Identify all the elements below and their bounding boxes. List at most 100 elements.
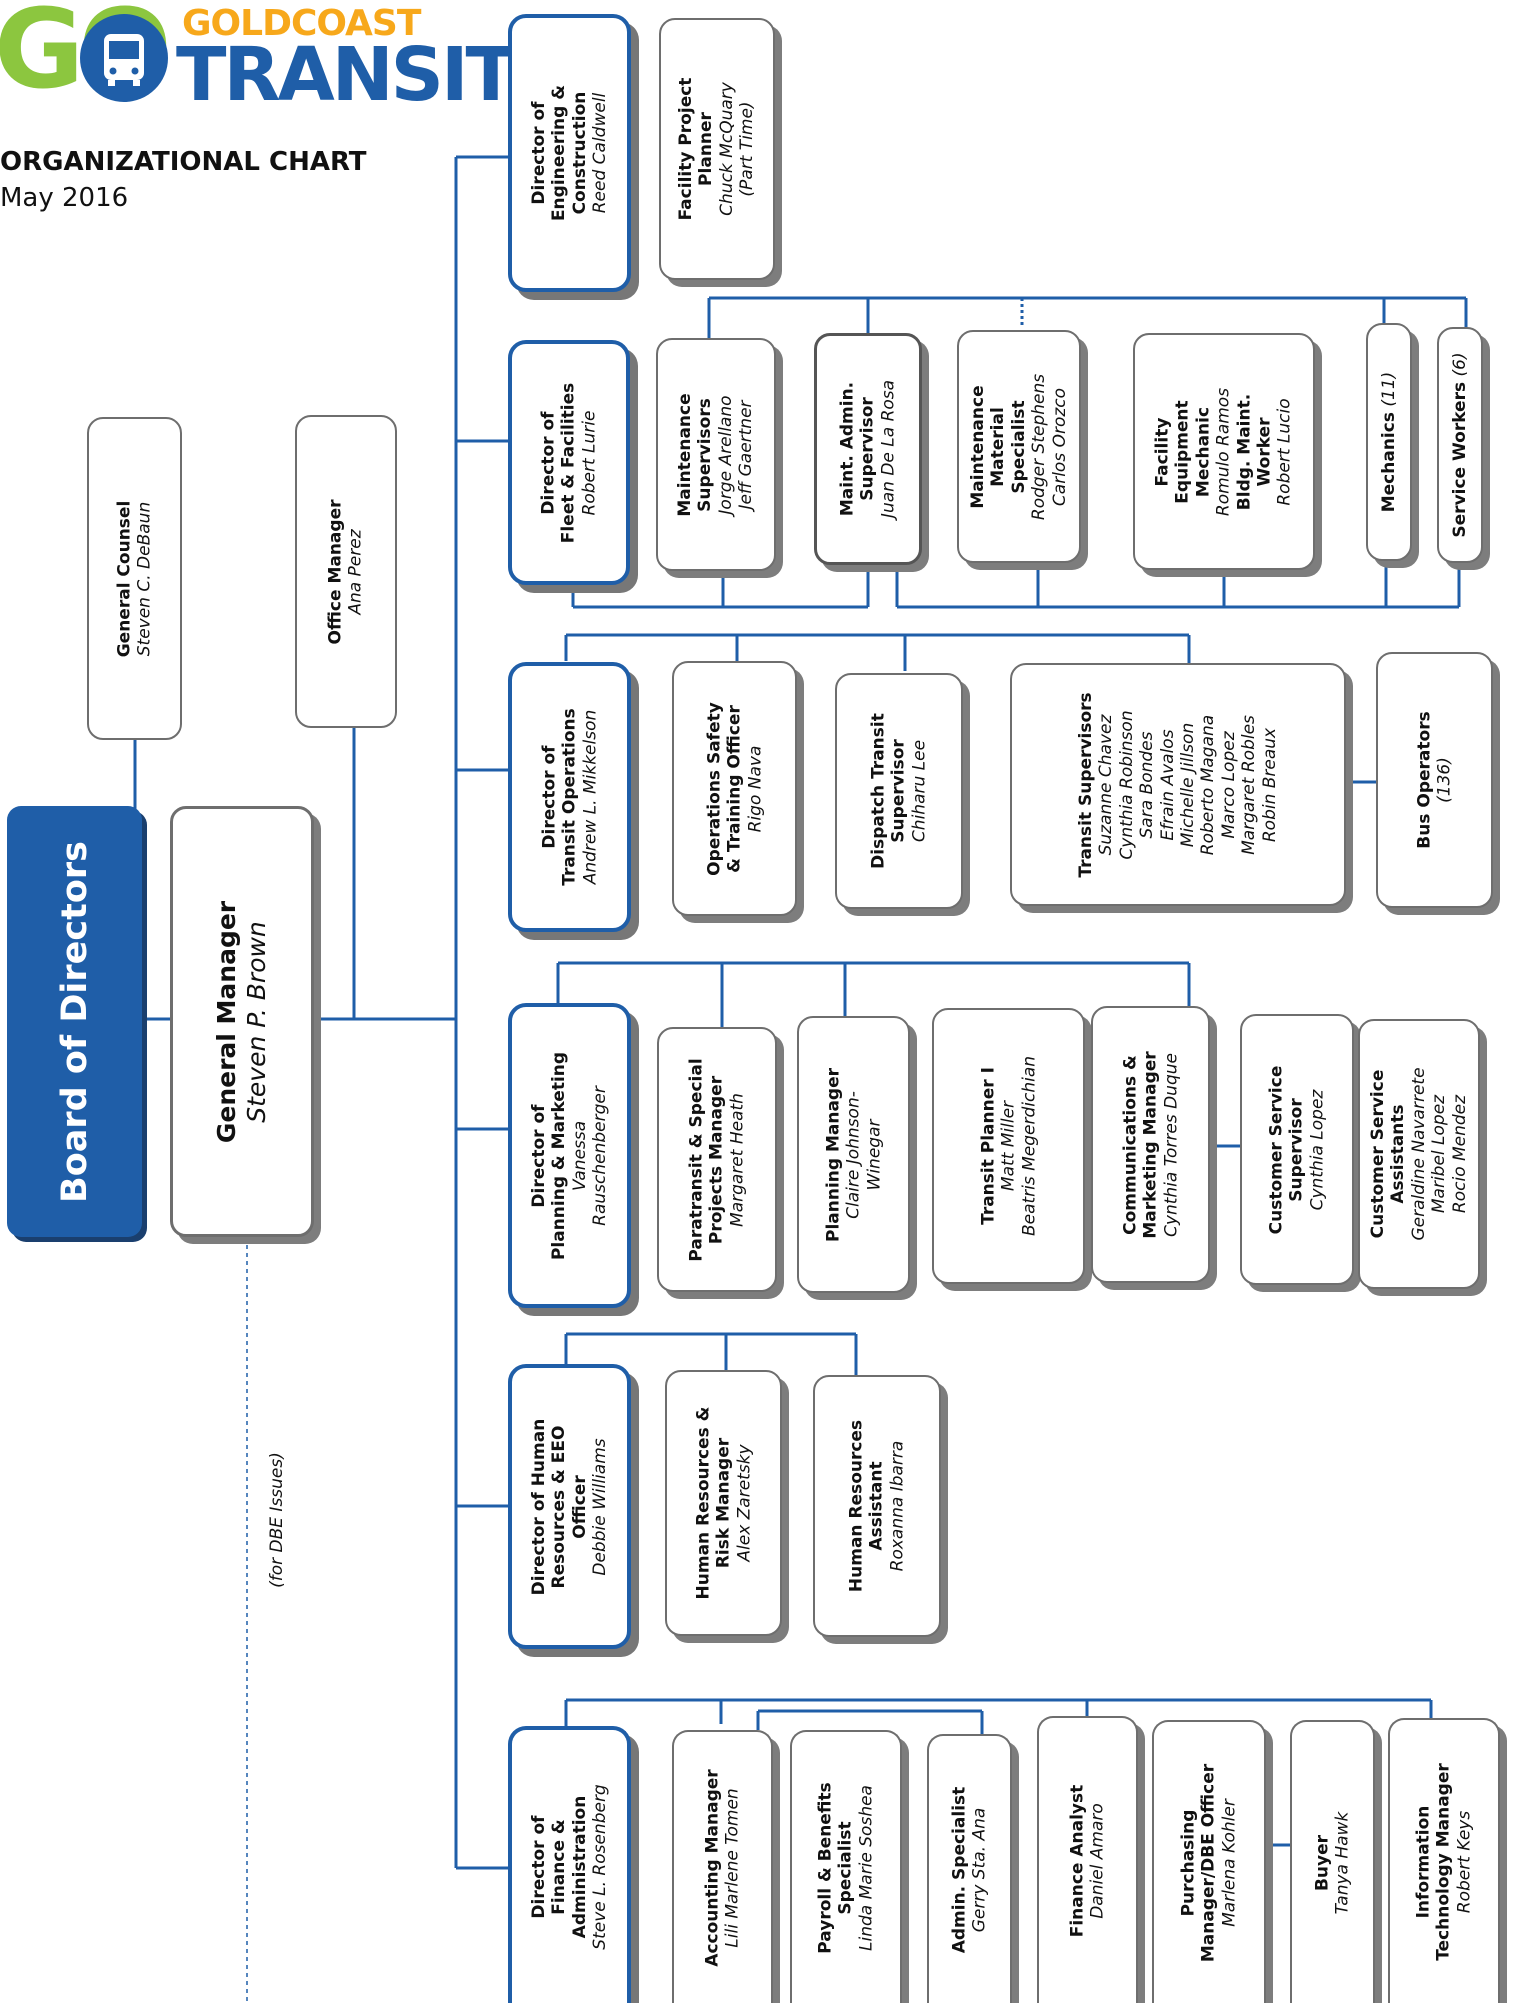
paratransit-title: Paratransit & Special	[686, 1057, 707, 1262]
planning-manager-box: Planning Manager Claire Johnson- Winegar	[797, 1016, 910, 1293]
facility-mechanic-title: Equipment	[1173, 399, 1194, 504]
buyer-box: Buyer Tanya Hawk	[1290, 1720, 1375, 2003]
purchasing-title: Manager/DBE Officer	[1198, 1763, 1219, 1962]
transit-planner-name: Beatris Megerdichian	[1018, 1055, 1039, 1237]
facility-project-planner-box: Facility Project Planner Chuck McQuary (…	[659, 18, 775, 280]
general-manager-box: General Manager Steven P. Brown	[170, 806, 314, 1237]
maint-admin-title: Maint. Admin.	[837, 381, 858, 517]
director-fleet-title: Director of	[538, 410, 559, 515]
director-operations-title: Director of	[538, 745, 559, 849]
general-counsel-name: Steven C. DeBaun	[134, 501, 155, 656]
director-finance-box: Director of Finance & Administration Ste…	[508, 1726, 631, 2003]
maint-supervisors-name: Jeff Gaertner	[736, 399, 757, 510]
general-manager-title: General Manager	[212, 900, 241, 1143]
facility-planner-note: (Part Time)	[737, 101, 758, 197]
facility-planner-title: Facility Project	[676, 77, 697, 221]
director-hr-title: Director of Human	[528, 1418, 549, 1595]
paratransit-title: Projects Manager	[706, 1075, 727, 1244]
material-specialist-title: Material	[988, 406, 1009, 487]
bldg-maint-title: Worker	[1254, 417, 1275, 486]
facility-mechanic-title: Facility	[1152, 417, 1173, 486]
director-engineering-title: Construction	[569, 91, 590, 215]
transit-supervisor-name: Margaret Robles	[1239, 714, 1260, 855]
safety-officer-title: Operations Safety	[703, 701, 724, 876]
payroll-title: Specialist	[835, 1820, 856, 1915]
it-manager-box: Information Technology Manager Robert Ke…	[1388, 1718, 1500, 2003]
chart-title: ORGANIZATIONAL CHART	[0, 147, 367, 177]
director-finance-title: Administration	[569, 1795, 590, 1938]
buyer-title: Buyer	[1312, 1834, 1333, 1891]
transit-planner-box: Transit Planner I Matt Miller Beatris Me…	[932, 1008, 1085, 1284]
cs-assistants-title: Customer Service	[1368, 1069, 1389, 1239]
general-manager-name: Steven P. Brown	[242, 920, 271, 1123]
material-specialist-name: Carlos Orozco	[1049, 387, 1070, 506]
material-specialist-name: Rodger Stephens	[1029, 373, 1050, 520]
dispatch-name: Chiharu Lee	[909, 739, 930, 843]
director-finance-name: Steve L. Rosenberg	[589, 1783, 610, 1950]
communications-title: Marketing Manager	[1140, 1050, 1161, 1239]
service-workers-count: (6)	[1449, 352, 1470, 377]
transit-supervisors-box: Transit Supervisors Suzanne Chavez Cynth…	[1010, 663, 1346, 906]
director-hr-box: Director of Human Resources & EEO Office…	[508, 1364, 631, 1649]
dispatch-title: Dispatch Transit	[868, 713, 889, 869]
director-fleet-box: Director of Fleet & Facilities Robert Lu…	[508, 340, 630, 585]
communications-title: Communications &	[1119, 1054, 1140, 1235]
transit-planner-title: Transit Planner I	[977, 1067, 998, 1225]
facility-planner-name: Chuck McQuary	[717, 82, 737, 216]
hr-risk-manager-title: Risk Manager	[713, 1437, 734, 1569]
finance-analyst-name: Daniel Amaro	[1087, 1802, 1108, 1919]
mechanics-count: (11)	[1378, 371, 1399, 407]
dbe-note-text: (for DBE Issues)	[266, 1452, 287, 1588]
transit-supervisor-name: Michelle Jillson	[1178, 722, 1198, 847]
director-engineering-name: Reed Caldwell	[589, 92, 610, 214]
cs-supervisor-title: Customer Service	[1266, 1065, 1287, 1234]
maint-supervisors-name: Jorge Arellano	[716, 394, 736, 515]
director-hr-title: Resources & EEO	[549, 1425, 570, 1588]
service-workers-box: Service Workers (6)	[1437, 327, 1483, 563]
maint-supervisors-title: Supervisors	[695, 397, 716, 512]
dbe-note: (for DBE Issues)	[262, 1420, 292, 1620]
customer-service-assistants-box: Customer Service Assistants Geraldine Na…	[1358, 1019, 1480, 1289]
maint-admin-supervisor-box: Maint. Admin. Supervisor Juan De La Rosa	[814, 333, 922, 565]
facility-mechanic-name: Romulo Ramos	[1213, 387, 1234, 516]
it-manager-title: Technology Manager	[1433, 1762, 1454, 1961]
director-planning-name: Vanessa	[569, 1120, 590, 1191]
safety-officer-name: Rigo Nava	[744, 745, 765, 832]
maint-admin-name: Juan De La Rosa	[878, 379, 899, 519]
director-fleet-name: Robert Lurie	[579, 410, 600, 515]
general-counsel-box: General Counsel Steven C. DeBaun	[87, 417, 182, 740]
payroll-title: Payroll & Benefits	[815, 1781, 836, 1954]
director-planning-box: Director of Planning & Marketing Vanessa…	[508, 1003, 631, 1308]
director-operations-title: Transit Operations	[559, 708, 580, 886]
hr-risk-manager-title: Human Resources &	[692, 1406, 713, 1600]
communications-name: Cynthia Torres Duque	[1160, 1052, 1181, 1237]
transit-supervisor-name: Sara Bondes	[1137, 731, 1158, 838]
bus-operators-title: Bus Operators	[1414, 711, 1435, 849]
facility-planner-title: Planner	[696, 112, 717, 186]
director-operations-name: Andrew L. Mikkelson	[579, 709, 600, 885]
transit-supervisor-name: Cynthia Robinson	[1116, 709, 1137, 860]
director-engineering-box: Director of Engineering & Construction R…	[508, 14, 631, 292]
hr-assistant-box: Human Resources Assistant Roxanna Ibarra	[813, 1375, 941, 1637]
dispatch-title: Supervisor	[888, 739, 909, 843]
operations-safety-officer-box: Operations Safety & Training Officer Rig…	[672, 661, 797, 916]
payroll-specialist-box: Payroll & Benefits Specialist Linda Mari…	[790, 1730, 902, 2003]
dispatch-supervisor-box: Dispatch Transit Supervisor Chiharu Lee	[835, 673, 963, 909]
director-finance-title: Finance &	[549, 1818, 570, 1915]
it-manager-name: Robert Keys	[1454, 1810, 1475, 1913]
cs-assistant-name: Maribel Lopez	[1429, 1094, 1450, 1214]
facility-mechanic-title: Mechanic	[1193, 406, 1214, 497]
director-finance-title: Director of	[528, 1814, 549, 1919]
cs-assistant-name: Rocio Mendez	[1449, 1094, 1470, 1214]
purchasing-title: Purchasing	[1178, 1809, 1199, 1916]
director-hr-title: Officer	[569, 1474, 590, 1539]
mechanics-title: Mechanics	[1378, 412, 1399, 513]
transit-supervisor-name: Roberto Magana	[1198, 714, 1219, 855]
admin-specialist-name: Gerry Sta. Ana	[969, 1807, 990, 1932]
bldg-maint-name: Robert Lucio	[1274, 397, 1295, 506]
hr-risk-manager-name: Alex Zaretsky	[733, 1444, 754, 1562]
director-fleet-title: Fleet & Facilities	[558, 382, 579, 543]
mechanics-box: Mechanics (11)	[1366, 323, 1412, 561]
safety-officer-title: & Training Officer	[724, 704, 745, 873]
